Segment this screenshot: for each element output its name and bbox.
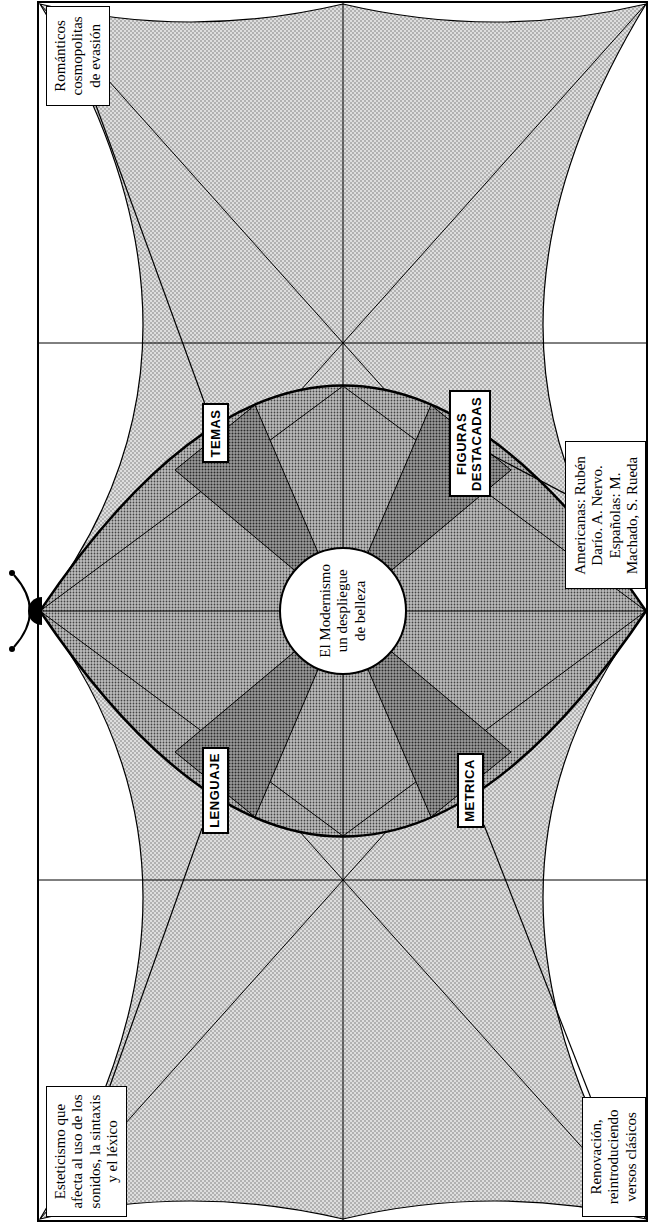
node-text: El Modernismo un despliegue de belleza (317, 563, 369, 659)
note-box: Esteticismo que afecta al uso de los son… (46, 1086, 127, 1217)
category-label: FIGURAS DESTACADAS (449, 390, 491, 497)
text-holder: Americanas: Rubén Darío. A. Nervo. Españ… (571, 447, 640, 583)
node-text: TEMAS (208, 409, 223, 457)
butterfly-head (28, 597, 42, 625)
wing-diagonal (40, 822, 395, 1219)
note-box: Americanas: Rubén Darío. A. Nervo. Españ… (565, 441, 646, 589)
text-holder: LENGUAJE (208, 753, 223, 828)
node-text: Americanas: Rubén Darío. A. Nervo. Españ… (571, 447, 640, 583)
leader-line (110, 828, 202, 1086)
node-text: Románticos cosmopolitas de evasión (52, 12, 104, 100)
text-holder: El Modernismo un despliegue de belleza (317, 563, 369, 659)
title-circle: El Modernismo un despliegue de belleza (279, 547, 407, 675)
node-text: METRICA (463, 759, 478, 822)
category-label: TEMAS (202, 403, 229, 463)
text-holder: Románticos cosmopolitas de evasión (52, 12, 104, 100)
wing-diagonal (40, 4, 395, 401)
node-text: Esteticismo que afecta al uso de los son… (52, 1092, 121, 1211)
antenna-dot (9, 570, 15, 576)
node-text: LENGUAJE (208, 753, 223, 828)
category-label: LENGUAJE (202, 747, 229, 834)
text-holder: METRICA (463, 759, 478, 822)
node-text: Renovación, reintroduciendo versos clási… (588, 1103, 640, 1211)
body-diamond (40, 386, 646, 836)
frame (38, 2, 647, 1221)
leader-line (491, 455, 565, 494)
leader-line (484, 825, 591, 1097)
note-box: Renovación, reintroduciendo versos clási… (582, 1097, 646, 1217)
category-label: METRICA (457, 753, 484, 828)
text-holder: FIGURAS DESTACADAS (455, 396, 485, 490)
node-text: FIGURAS DESTACADAS (455, 396, 485, 490)
note-box: Románticos cosmopolitas de evasión (46, 6, 110, 106)
text-holder: Renovación, reintroduciendo versos clási… (588, 1103, 640, 1211)
antenna (14, 575, 30, 647)
wing-diagonal (291, 4, 646, 401)
text-holder: Esteticismo que afecta al uso de los son… (52, 1092, 121, 1211)
text-holder: TEMAS (208, 409, 223, 457)
butterfly-body (40, 386, 646, 837)
antenna-dot (9, 646, 15, 652)
leader-line (96, 106, 204, 403)
wing-diagonal (291, 822, 646, 1219)
